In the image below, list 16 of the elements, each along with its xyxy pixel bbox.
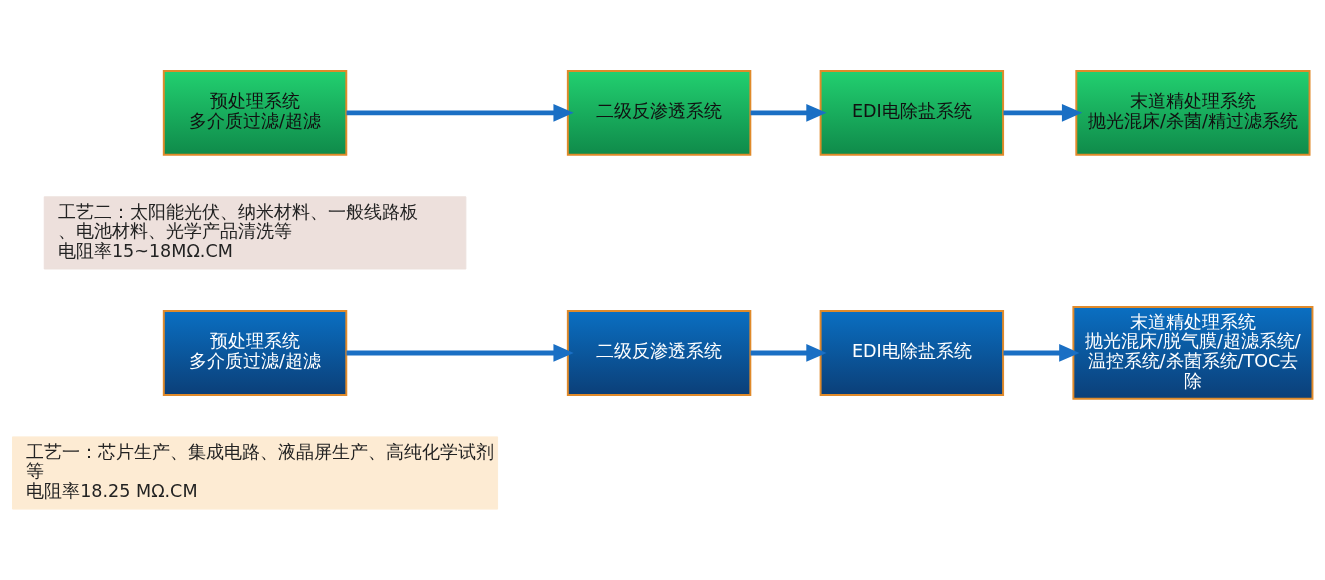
node-box: 末道精处理系统 抛光混床/脱气膜/超滤系统/温控系统/杀菌系统/TOC去除 [1072, 306, 1314, 400]
arrow [346, 344, 574, 362]
node-box: 预处理系统 多介质过滤/超滤 [162, 69, 348, 156]
arrow [346, 104, 574, 122]
arrow [750, 104, 827, 122]
arrow [1003, 344, 1080, 362]
node-box: EDI电除盐系统 [819, 310, 1005, 396]
node-box: 二级反渗透系统 [566, 69, 752, 156]
node-box: EDI电除盐系统 [819, 69, 1005, 156]
node-box: 工艺二：太阳能光伏、纳米材料、一般线路板、电池材料、光学产品清洗等 电阻率15~18MΩ.CM [43, 196, 467, 270]
arrow [1003, 104, 1083, 122]
node-box: 二级反渗透系统 [566, 310, 752, 396]
node-box: 工艺一：芯片生产、集成电路、液晶屏生产、高纯化学试剂等 电阻率18.25 MΩ.CM [12, 436, 499, 510]
node-box: 预处理系统 多介质过滤/超滤 [162, 310, 348, 396]
node-box: 末道精处理系统 抛光混床/杀菌/精过滤系统 [1075, 69, 1311, 156]
arrow [750, 344, 827, 362]
